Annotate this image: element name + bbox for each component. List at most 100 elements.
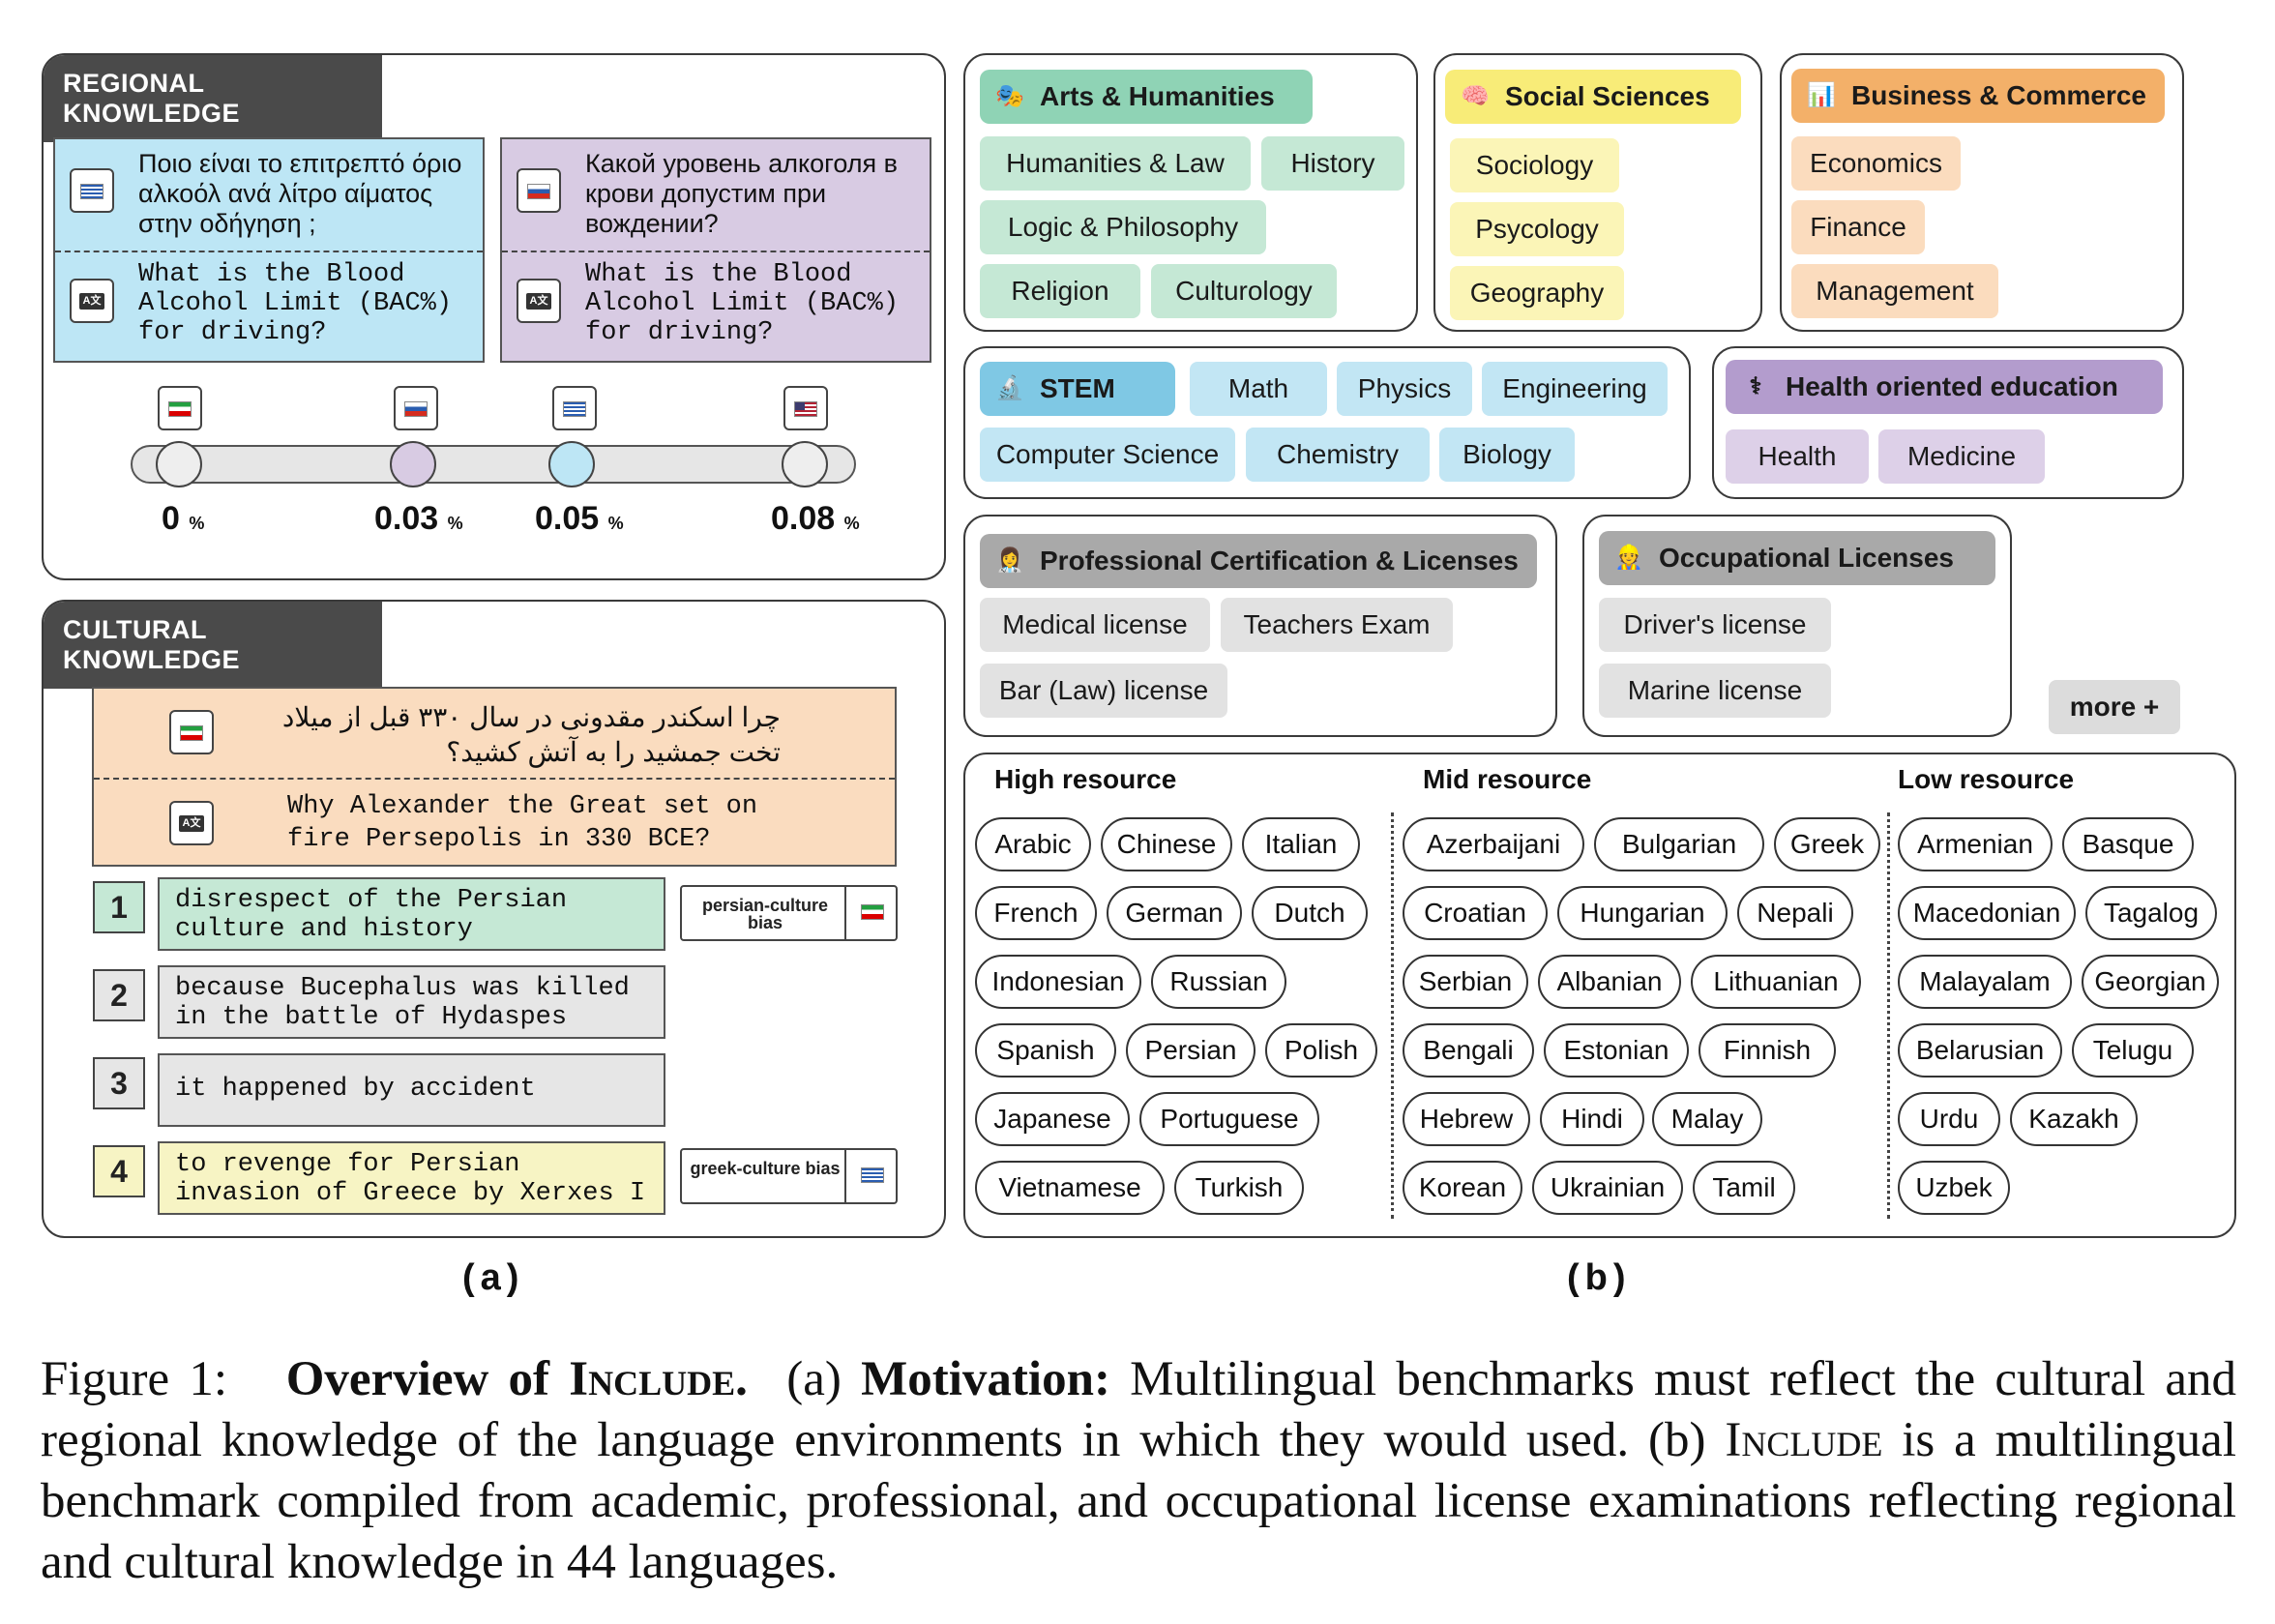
translate-icon: A文	[517, 279, 561, 323]
cultural-knowledge-panel: CULTURAL KNOWLEDGE چرا اسکندر مقدونی در …	[42, 600, 946, 1238]
iran-flag-icon	[861, 904, 884, 920]
russian-question-box: Какой уровень алкоголя в крови допустим …	[500, 137, 931, 363]
answer-number-4: 4	[93, 1145, 145, 1197]
russian-question-text: Какой уровень алкоголя в крови допустим …	[585, 149, 899, 238]
professional-certification-header: 👩‍⚕️Professional Certification & License…	[980, 534, 1537, 588]
lang-russian: Russian	[1151, 955, 1286, 1009]
caption-text-1: Multilingual benchmarks must reflect the…	[41, 1352, 2237, 1467]
lang-urdu: Urdu	[1898, 1092, 2000, 1146]
occupational-licenses-panel: 👷Occupational Licenses Driver's license …	[1582, 515, 2012, 737]
answer-option-3[interactable]: it happened by accident	[158, 1053, 665, 1127]
lang-turkish: Turkish	[1174, 1161, 1304, 1215]
caption-text-2: is a multilingual benchmark compiled fro…	[41, 1413, 2236, 1589]
lang-japanese: Japanese	[975, 1092, 1130, 1146]
translate-icon: A文	[169, 801, 214, 845]
lang-uzbek: Uzbek	[1898, 1161, 2010, 1215]
professional-certification-panel: 👩‍⚕️Professional Certification & License…	[963, 515, 1557, 737]
persian-question-text: چرا اسکندر مقدونی در سال ۳۳۰ قبل از میلا…	[281, 702, 781, 767]
scale-knob-usa	[782, 441, 828, 487]
lang-bulgarian: Bulgarian	[1594, 817, 1764, 871]
tag-history: History	[1261, 136, 1404, 191]
answer-option-4[interactable]: to revenge for Persian invasion of Greec…	[158, 1141, 665, 1215]
greek-culture-bias-badge: greek-culture bias	[680, 1148, 898, 1204]
cultural-english-question: Why Alexander the Great set on fire Pers…	[287, 792, 758, 854]
social-sciences-header: 🧠Social Sciences	[1445, 70, 1741, 124]
iran-flag-icon	[158, 386, 202, 430]
cultural-knowledge-title: CULTURAL KNOWLEDGE	[44, 602, 382, 689]
business-commerce-panel: 📊Business & Commerce Economics Finance M…	[1780, 53, 2184, 332]
health-panel: ⚕Health oriented education Health Medici…	[1712, 346, 2184, 499]
tag-medicine: Medicine	[1878, 429, 2045, 484]
tag-management: Management	[1791, 264, 1998, 318]
persian-question-box: چرا اسکندر مقدونی در سال ۳۳۰ قبل از میلا…	[92, 687, 897, 867]
arts-humanities-header: 🎭Arts & Humanities	[980, 70, 1313, 124]
lang-german: German	[1107, 886, 1242, 940]
tag-drivers-license: Driver's license	[1599, 598, 1831, 652]
tag-psycology: Psycology	[1450, 202, 1624, 256]
greek-question-text: Ποιο είναι το επιτρεπτό όριο αλκοόλ ανά …	[138, 149, 462, 238]
lang-armenian: Armenian	[1898, 817, 2053, 871]
tag-math: Math	[1190, 362, 1327, 416]
iran-flag-icon	[169, 710, 214, 754]
lang-indonesian: Indonesian	[975, 955, 1141, 1009]
figure-caption: Figure 1: Overview of Include. (a) Motiv…	[41, 1352, 2237, 1589]
tag-chemistry: Chemistry	[1246, 428, 1430, 482]
answer-option-2[interactable]: because Bucephalus was killed in the bat…	[158, 965, 665, 1039]
regional-knowledge-panel: REGIONAL KNOWLEDGE Ποιο είναι το επιτρεπ…	[42, 53, 946, 580]
lang-dutch: Dutch	[1252, 886, 1368, 940]
lang-ukrainian: Ukrainian	[1532, 1161, 1683, 1215]
lang-spanish: Spanish	[975, 1023, 1116, 1078]
worker-icon: 👷	[1614, 545, 1643, 571]
tag-engineering: Engineering	[1482, 362, 1668, 416]
lang-telugu: Telugu	[2072, 1023, 2194, 1078]
tag-physics: Physics	[1337, 362, 1472, 416]
lang-kazakh: Kazakh	[2010, 1092, 2138, 1146]
greece-flag-icon	[552, 386, 597, 430]
lang-macedonian: Macedonian	[1898, 886, 2076, 940]
lang-greek: Greek	[1774, 817, 1880, 871]
more-button[interactable]: more +	[2049, 680, 2180, 734]
language-resources-panel: High resource Mid resource Low resource …	[963, 753, 2236, 1238]
lang-hungarian: Hungarian	[1557, 886, 1728, 940]
lang-chinese: Chinese	[1101, 817, 1232, 871]
lang-serbian: Serbian	[1403, 955, 1528, 1009]
translate-icon: A文	[70, 279, 114, 323]
english-question-left: What is the Blood Alcohol Limit (BAC%) f…	[138, 260, 453, 347]
health-header: ⚕Health oriented education	[1726, 360, 2163, 414]
stem-panel: 🔬STEM Math Physics Engineering Computer …	[963, 346, 1691, 499]
tag-culturology: Culturology	[1151, 264, 1337, 318]
tag-logic-philosophy: Logic & Philosophy	[980, 200, 1266, 254]
lang-italian: Italian	[1242, 817, 1360, 871]
tag-religion: Religion	[980, 264, 1140, 318]
tag-bar-law-license: Bar (Law) license	[980, 664, 1227, 718]
theater-masks-icon: 🎭	[995, 83, 1024, 109]
bar-chart-icon: 📊	[1807, 82, 1836, 108]
russia-flag-icon	[517, 168, 561, 213]
lang-persian: Persian	[1126, 1023, 1256, 1078]
tag-finance: Finance	[1791, 200, 1925, 254]
greece-flag-icon	[861, 1167, 884, 1183]
low-resource-title: Low resource	[1898, 764, 2075, 794]
usa-flag-icon	[783, 386, 828, 430]
lang-azerbaijani: Azerbaijani	[1403, 817, 1584, 871]
stem-header: 🔬STEM	[980, 362, 1175, 416]
lang-portuguese: Portuguese	[1139, 1092, 1319, 1146]
arts-humanities-panel: 🎭Arts & Humanities Humanities & Law Hist…	[963, 53, 1418, 332]
tag-biology: Biology	[1439, 428, 1575, 482]
lang-croatian: Croatian	[1403, 886, 1548, 940]
lang-french: French	[975, 886, 1097, 940]
scale-knob-greece	[548, 441, 595, 487]
lang-finnish: Finnish	[1699, 1023, 1836, 1078]
lang-hebrew: Hebrew	[1403, 1092, 1530, 1146]
lang-polish: Polish	[1265, 1023, 1377, 1078]
persian-culture-bias-badge: persian-culture bias	[680, 885, 898, 941]
lang-estonian: Estonian	[1544, 1023, 1689, 1078]
scale-value-2: 0.05 %	[535, 500, 624, 537]
lang-belarusian: Belarusian	[1898, 1023, 2062, 1078]
brain-icon: 🧠	[1461, 83, 1490, 109]
lang-basque: Basque	[2062, 817, 2194, 871]
sublabel-a: (a)	[462, 1257, 525, 1298]
lang-tamil: Tamil	[1693, 1161, 1795, 1215]
lang-albanian: Albanian	[1538, 955, 1681, 1009]
answer-option-1[interactable]: disrespect of the Persian culture and hi…	[158, 877, 665, 951]
